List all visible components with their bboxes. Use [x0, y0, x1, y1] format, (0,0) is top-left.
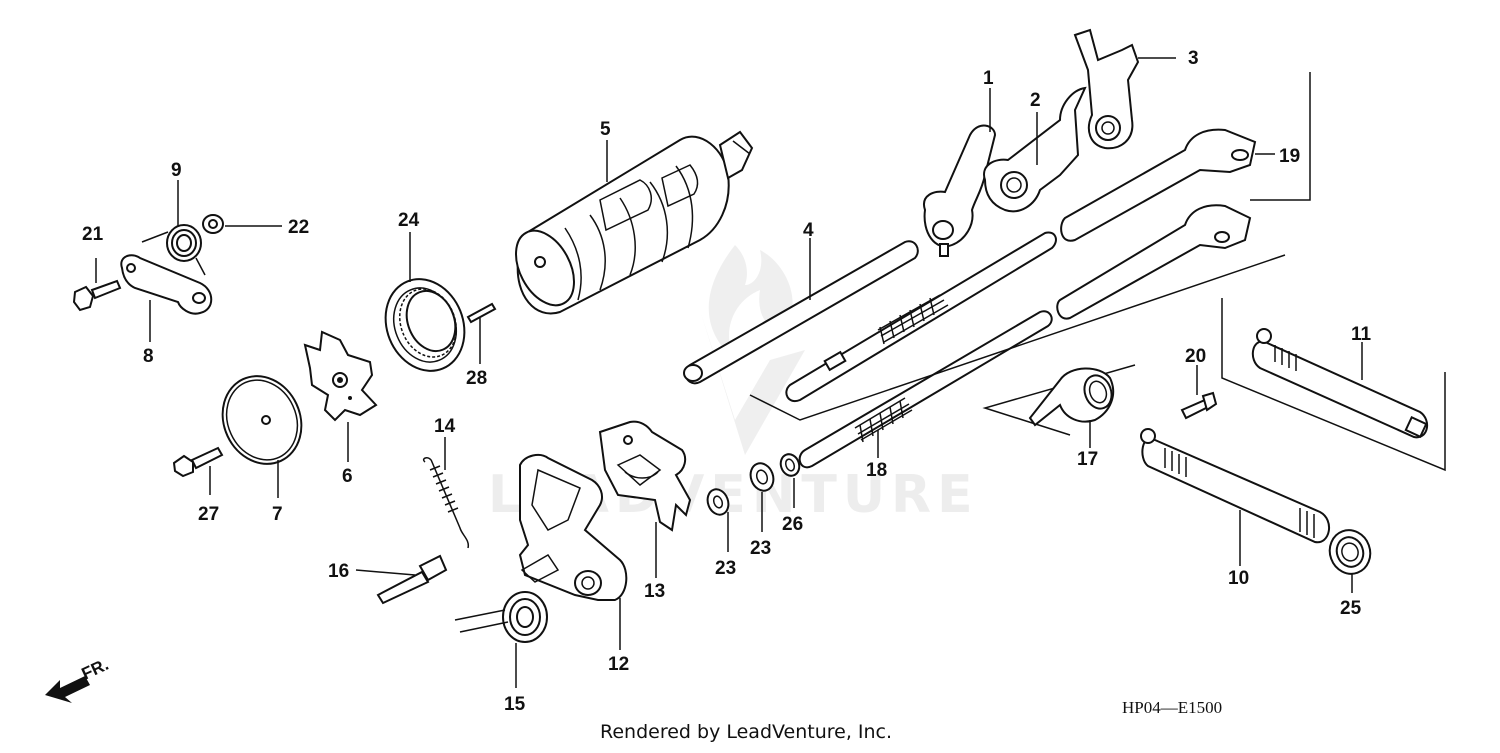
part-15-spring	[454, 591, 548, 688]
callout-12: 12	[608, 654, 629, 675]
diagram-code: HP04—E1500	[1122, 698, 1222, 717]
callout-5: 5	[600, 119, 611, 140]
part-24-bearing	[384, 232, 466, 372]
callout-17: 17	[1077, 449, 1098, 470]
part-12-plate	[518, 453, 628, 650]
callout-10: 10	[1228, 568, 1249, 589]
part-2-shift-fork	[983, 86, 1087, 213]
callout-18: 18	[866, 460, 887, 481]
part-25-bearing	[1328, 529, 1372, 593]
callout-13: 13	[644, 581, 665, 602]
part-1-shift-fork	[923, 88, 997, 257]
callouts: 1 2 3 4 5 6 7 8 9 10 11 12 13 14 15 16 1…	[82, 48, 1372, 715]
callout-23a: 23	[715, 558, 736, 579]
callout-27: 27	[198, 504, 219, 525]
part-3-shift-fork	[1073, 28, 1176, 150]
part-21-bolt	[72, 258, 122, 312]
callout-25: 25	[1340, 598, 1362, 619]
part-7-plate	[221, 375, 303, 498]
part-4-shaft	[683, 238, 919, 385]
callout-6: 6	[342, 466, 353, 487]
part-19-shift-shaft	[1060, 128, 1275, 242]
callout-24: 24	[398, 210, 420, 231]
part-11-shaft	[1251, 328, 1429, 439]
callout-22: 22	[288, 217, 309, 238]
callout-16: 16	[328, 561, 349, 582]
part-28-pin	[466, 302, 497, 364]
guide-lines	[749, 72, 1446, 472]
part-20-bolt	[1180, 365, 1218, 420]
callout-19: 19	[1279, 146, 1300, 167]
front-direction-arrow: FR.	[45, 655, 112, 703]
part-23-washer-a	[706, 488, 730, 552]
part-27-bolt	[172, 446, 224, 495]
callout-7: 7	[272, 504, 283, 525]
callout-1: 1	[983, 68, 994, 89]
callout-3: 3	[1188, 48, 1199, 69]
callout-2: 2	[1030, 90, 1041, 111]
callout-23b: 23	[750, 538, 771, 559]
part-9-spring	[141, 180, 206, 276]
part-10-shaft	[1140, 428, 1330, 566]
callout-21: 21	[82, 224, 104, 245]
callout-28: 28	[466, 368, 487, 389]
part-17-collar	[1028, 367, 1115, 448]
callout-14: 14	[434, 416, 456, 437]
callout-11: 11	[1351, 324, 1372, 345]
callout-20: 20	[1185, 346, 1206, 367]
part-22-washer	[202, 214, 282, 234]
callout-26: 26	[782, 514, 803, 535]
part-14-spring	[422, 437, 470, 549]
part-16-pin	[355, 554, 448, 605]
part-8-stopper-arm	[120, 254, 213, 342]
part-26-clip	[779, 453, 801, 508]
part-shaft-upper	[785, 231, 1057, 403]
callout-15: 15	[504, 694, 526, 715]
callout-4: 4	[803, 220, 814, 241]
part-23-washer-b	[749, 462, 775, 532]
part-5-shift-drum	[515, 130, 754, 315]
callout-9: 9	[171, 160, 182, 181]
credit-text: Rendered by LeadVenture, Inc.	[600, 721, 892, 743]
callout-8: 8	[143, 346, 154, 367]
part-13-plate	[598, 420, 692, 578]
part-18-shaft	[798, 204, 1252, 469]
part-6-star-plate	[303, 330, 378, 462]
